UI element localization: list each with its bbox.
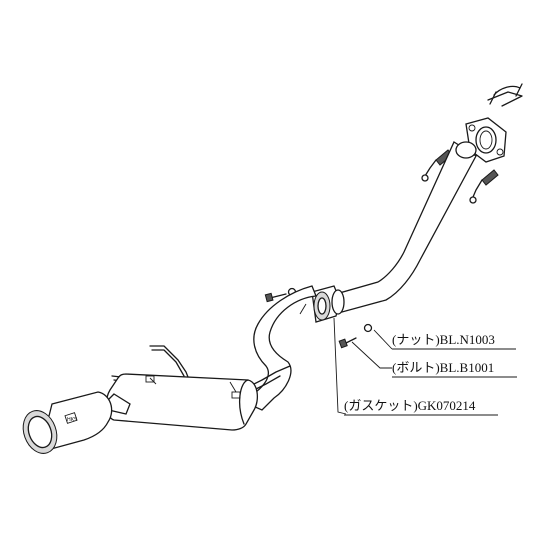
muffler xyxy=(105,373,259,431)
bolt-label: (ボルト)BL.B1001 xyxy=(392,360,494,375)
leader-lines xyxy=(333,317,393,415)
part-label-bolt: (ボルト)BL.B1001 xyxy=(392,360,517,378)
svg-text:HKS: HKS xyxy=(67,417,77,423)
tailpipe: HKS xyxy=(22,391,131,454)
part-label-nut: (ナット)BL.N1003 xyxy=(392,332,516,350)
flange-bolt-lower xyxy=(469,169,499,204)
part-label-gasket: (ガスケット)GK070214 xyxy=(344,398,498,416)
gasket xyxy=(313,291,331,321)
nut-label: (ナット)BL.N1003 xyxy=(392,332,495,347)
joint-bolt-lower xyxy=(338,323,373,349)
gasket-label: (ガスケット)GK070214 xyxy=(344,398,476,413)
center-pipe xyxy=(335,141,477,313)
front-pipe xyxy=(487,83,523,107)
